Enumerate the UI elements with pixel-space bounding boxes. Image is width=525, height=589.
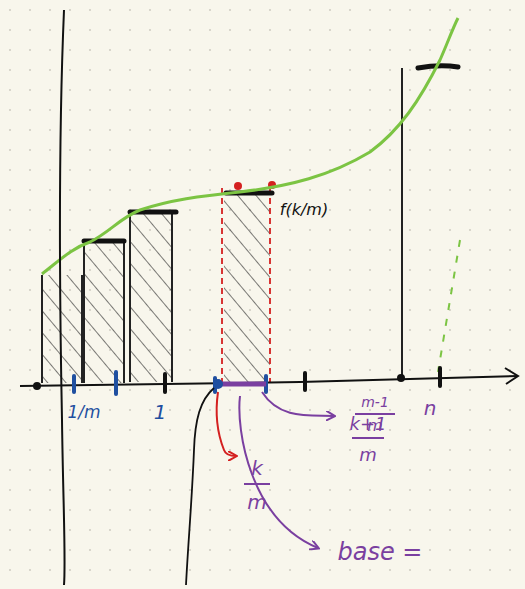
tick [114,372,118,394]
tick [163,374,167,392]
fraction-denominator: m [247,491,266,513]
axis-dot [397,374,405,382]
fraction-bars [244,414,395,484]
tick-label: 1/m [67,403,100,422]
fraction-numerator: k [251,457,263,479]
base-segment [218,382,266,387]
tick [72,376,76,392]
hatched-rectangle [84,241,124,383]
rectangle-tops [84,66,458,241]
black-ticks [165,368,440,392]
hatched-rectangle [224,192,270,382]
red-dashed-edge [222,188,270,382]
leader-line [239,396,318,548]
hatched-rectangle [130,212,172,382]
fraction-numerator: m-1 [361,395,389,410]
fraction-denominator: m [359,445,377,465]
red-mark [234,182,242,190]
y-axis [60,10,65,585]
leader-line [186,388,214,585]
origin-dot [33,382,41,390]
tick-label: 1 [154,401,167,423]
rectangle-edges [42,68,402,383]
green-dashed-line [438,240,460,372]
leader-line [217,392,236,456]
highlight-edges [222,188,270,382]
blue-dot [213,379,223,389]
leader-line [262,392,334,416]
function-label: f(k/m) [280,201,328,219]
tick [303,373,307,390]
rectangle-edge [42,68,402,383]
axis-arrow [505,368,518,384]
x-axis [20,376,518,386]
blue-ticks [74,372,266,394]
fraction-denominator: m [367,417,383,435]
function-curve [42,18,458,274]
fraction-bar [352,437,384,439]
callout-text: base = [338,539,423,565]
fraction-bar [244,483,270,485]
tick [438,368,442,386]
tick-label: n [424,397,437,419]
